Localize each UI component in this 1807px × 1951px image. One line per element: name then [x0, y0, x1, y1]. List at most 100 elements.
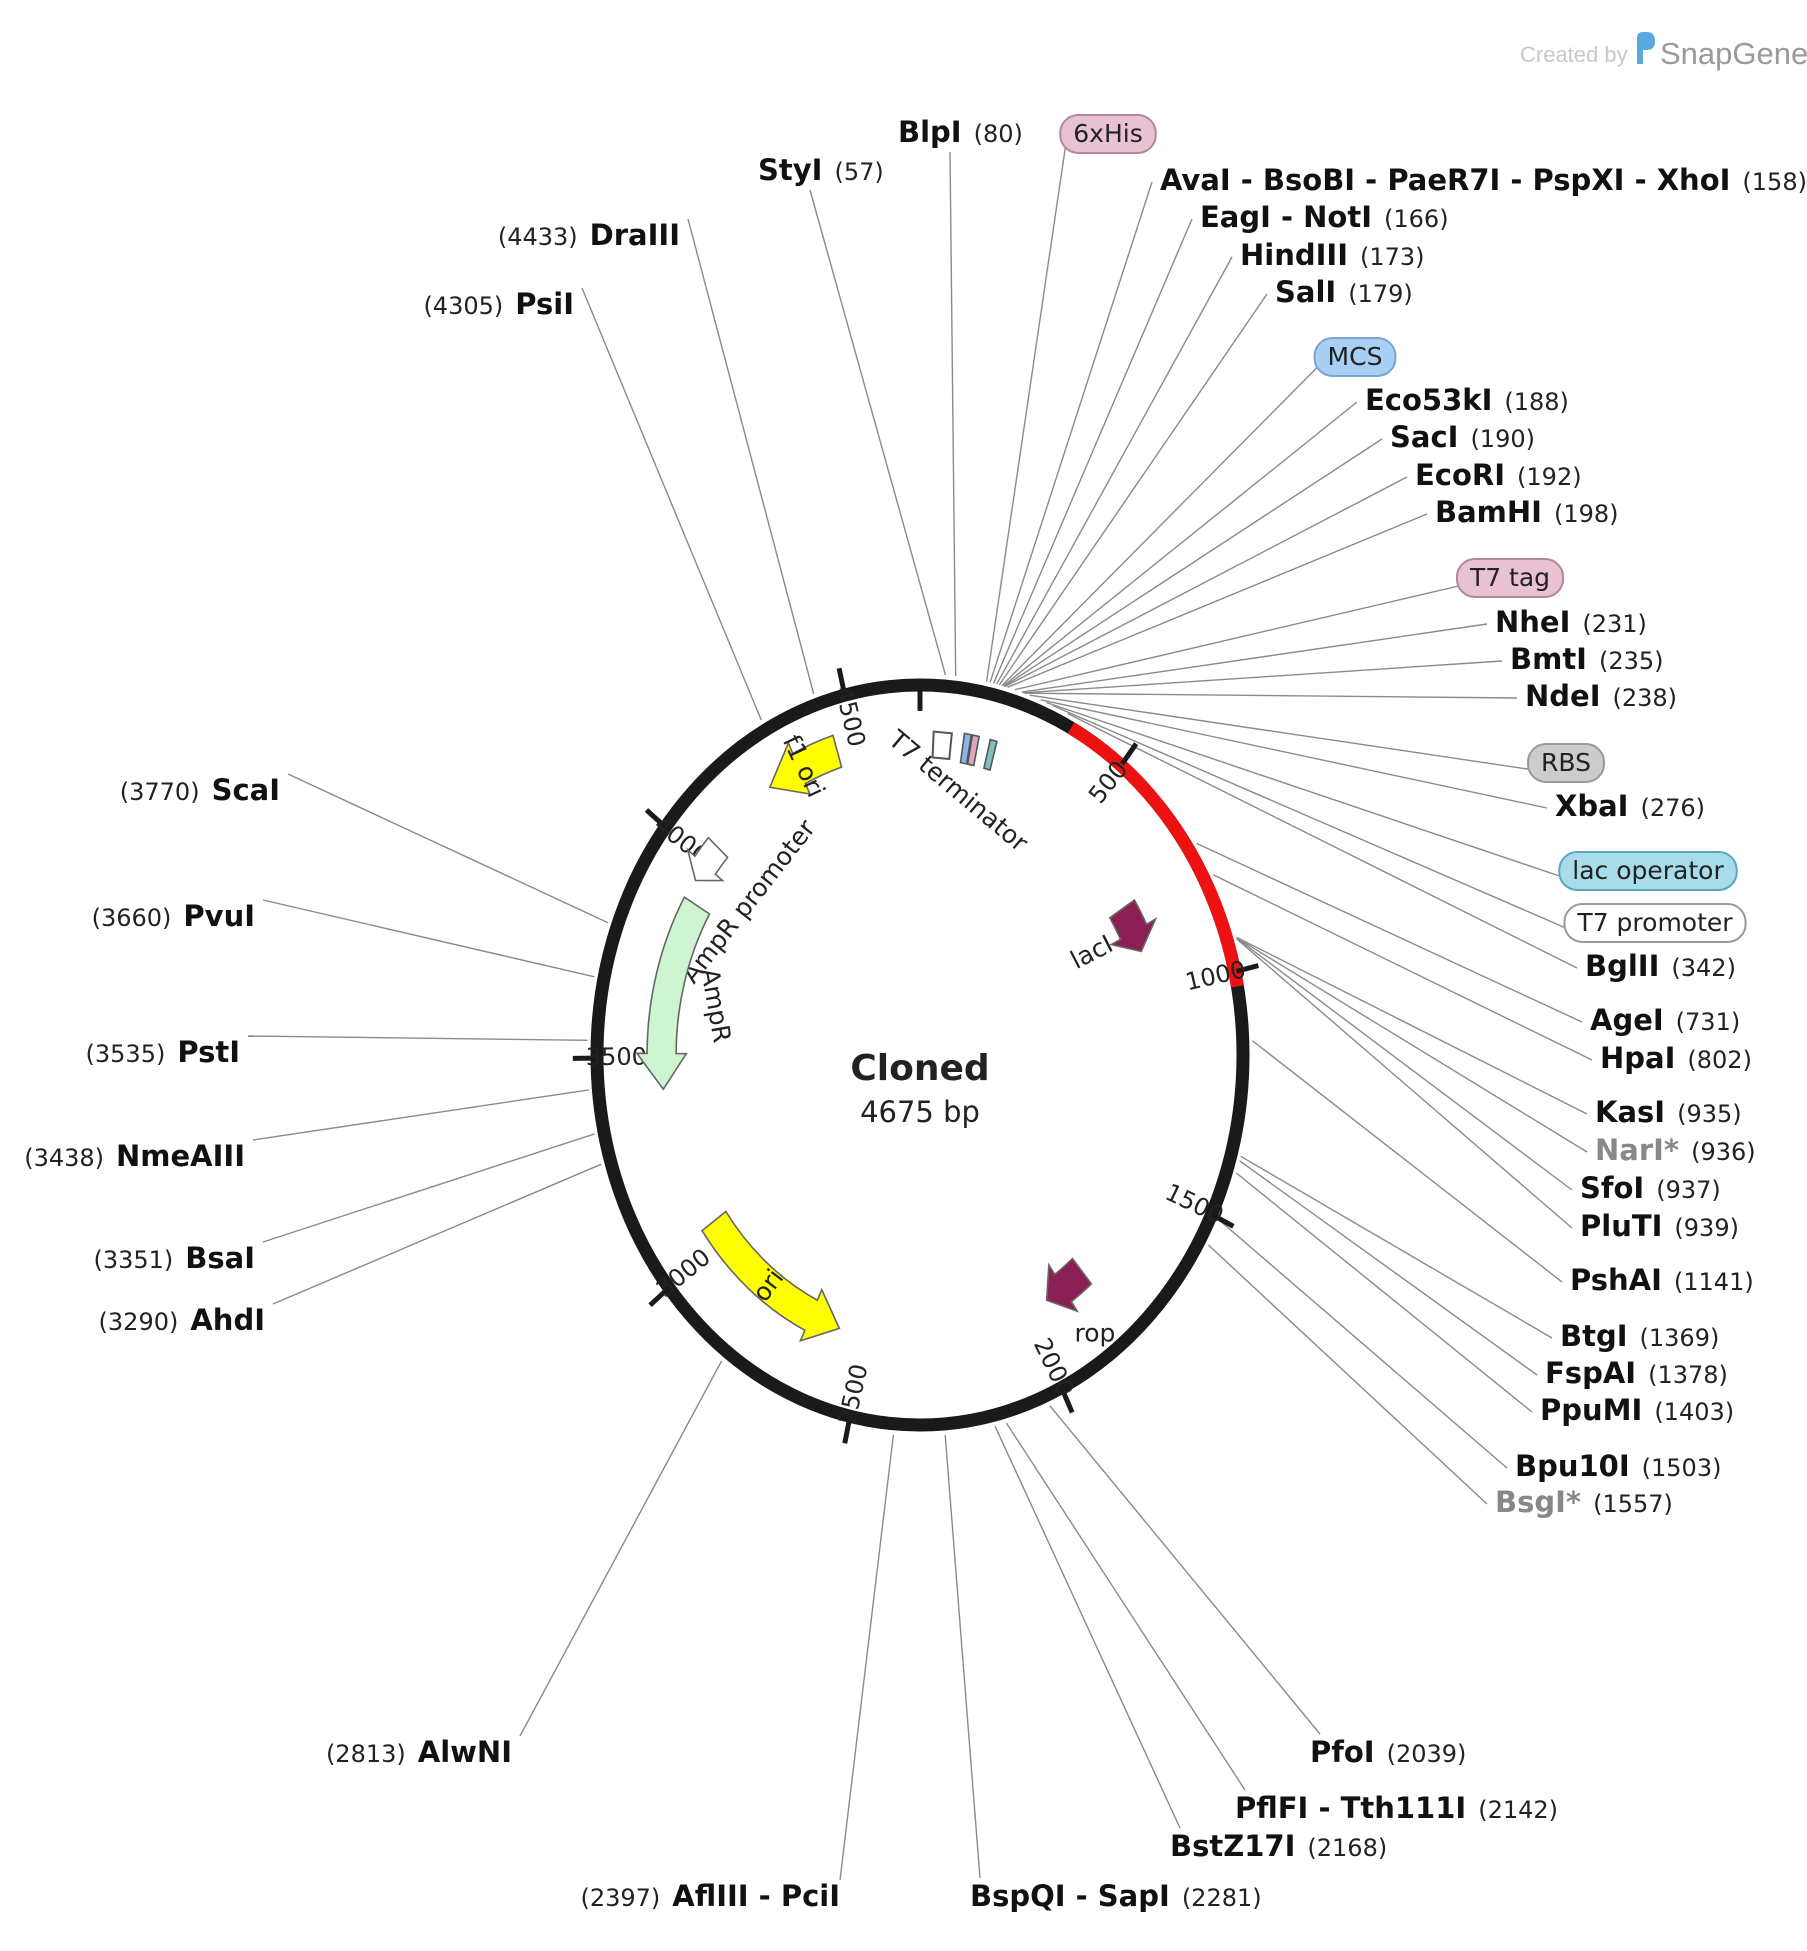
enzyme-name: StyI: [758, 153, 822, 187]
enzyme-label: AgeI(731): [1590, 1003, 1740, 1037]
leader-line: [1196, 842, 1583, 1023]
enzyme-position: (231): [1582, 610, 1647, 638]
ampr-label: AmpR: [695, 966, 737, 1045]
enzyme-name: BstZ17I: [1170, 1829, 1295, 1863]
enzyme-label: DraIII(4433): [498, 218, 680, 252]
ampr-arrow: [635, 895, 711, 1091]
enzyme-position: (935): [1677, 1100, 1742, 1128]
enzyme-position: (80): [974, 120, 1023, 148]
enzyme-name: BmtI: [1510, 642, 1587, 676]
leader-line: [1212, 874, 1593, 1061]
leader-line: [944, 1434, 981, 1879]
enzyme-name: XbaI: [1555, 789, 1628, 823]
leader-line: [989, 181, 1153, 683]
enzyme-name: BglII: [1585, 949, 1659, 983]
leader-line: [949, 151, 957, 677]
leader-line: [287, 773, 609, 924]
leader-line: [1021, 623, 1488, 693]
enzyme-label: StyI(57): [758, 153, 884, 187]
tick-mark: [1211, 1212, 1235, 1229]
enzyme-position: (173): [1360, 243, 1425, 271]
enzyme-label: NarI*(936): [1595, 1133, 1756, 1167]
tick-mark: [1120, 742, 1139, 766]
enzyme-label: SfoI (937): [1580, 1171, 1721, 1205]
tick-mark: [644, 808, 666, 828]
plasmid-length: 4675 bp: [860, 1095, 980, 1129]
leader-line: [262, 1133, 595, 1243]
enzyme-name: AflIII - PciI: [672, 1879, 840, 1913]
leader-line: [1235, 1172, 1533, 1413]
enzyme-name: PfoI: [1310, 1735, 1375, 1769]
leader-line: [1029, 694, 1535, 771]
enzyme-name: BtgI: [1560, 1319, 1628, 1353]
enzyme-position: (188): [1504, 388, 1569, 416]
enzyme-name: SfoI: [1580, 1171, 1644, 1205]
leader-line: [1207, 1244, 1488, 1505]
enzyme-name: AlwNI: [418, 1735, 512, 1769]
leader-line: [272, 1163, 602, 1305]
leader-line: [1046, 701, 1566, 879]
enzyme-position: (158): [1742, 168, 1807, 196]
enzyme-name: SalI: [1275, 275, 1336, 309]
enzyme-position: (179): [1348, 280, 1413, 308]
leader-line: [252, 1089, 589, 1141]
leader-line: [1040, 699, 1548, 809]
enzyme-label: BspQI - SapI(2281): [970, 1879, 1262, 1913]
enzyme-label: EcoRI(192): [1415, 458, 1582, 492]
enzyme-name: EcoRI: [1415, 458, 1505, 492]
enzyme-position: (2168): [1307, 1834, 1387, 1862]
enzyme-position: (235): [1599, 647, 1664, 675]
enzyme-name: AgeI: [1590, 1003, 1664, 1037]
enzyme-name: NdeI: [1525, 679, 1601, 713]
feature-pill-label: T7 tag: [1469, 563, 1550, 592]
feature-pill-bg: [1059, 114, 1157, 154]
leader-line: [1236, 938, 1573, 1229]
enzyme-position: (3351): [93, 1246, 173, 1274]
leader-line: [247, 1035, 588, 1041]
feature-pill-label: lac operator: [1572, 856, 1724, 885]
enzyme-position: (1369): [1640, 1324, 1720, 1352]
enzyme-label: BsgI* (1557): [1495, 1485, 1673, 1519]
snapgene-logo-icon: [1637, 32, 1655, 64]
leader-line: [1003, 438, 1383, 687]
enzyme-label: PvuI(3660): [92, 899, 255, 933]
enzyme-label: FspAI(1378): [1545, 1356, 1728, 1390]
tick-mark: [836, 667, 847, 694]
laci-label: lacI: [1066, 929, 1118, 975]
leader-line: [262, 899, 595, 978]
enzyme-name: BsaI: [185, 1241, 255, 1275]
feature-marker: [959, 732, 973, 765]
feature-pill: RBS: [1527, 743, 1605, 783]
enzyme-label: XbaI(276): [1555, 789, 1705, 823]
enzyme-name: BsgI*: [1495, 1485, 1581, 1519]
tick-label: 3500: [586, 1043, 647, 1072]
enzyme-label: PshAI(1141): [1570, 1263, 1754, 1297]
feature-pill-bg: [1455, 558, 1565, 598]
feature-pill-label: MCS: [1328, 342, 1383, 371]
leader-line: [1024, 692, 1518, 699]
enzyme-position: (2397): [580, 1884, 660, 1912]
leader-line: [998, 293, 1268, 686]
t7-terminator-block: [931, 730, 953, 761]
enzyme-position: (2142): [1478, 1796, 1558, 1824]
feature-pill: MCS: [1313, 337, 1397, 377]
enzyme-position: (3290): [99, 1308, 179, 1336]
enzyme-name: PsiI: [515, 287, 574, 321]
enzyme-position: (1557): [1593, 1490, 1673, 1518]
enzyme-position: (937): [1656, 1176, 1721, 1204]
rop-label: rop: [1074, 1319, 1115, 1348]
enzyme-name: KasI: [1595, 1095, 1665, 1129]
tick-label: 2000: [1028, 1334, 1080, 1401]
leader-line: [1001, 363, 1321, 687]
enzyme-name: PpuMI: [1540, 1393, 1642, 1427]
enzyme-position: (342): [1671, 954, 1736, 982]
enzyme-label: AhdI(3290): [99, 1303, 265, 1337]
leader-line: [1007, 513, 1428, 688]
enzyme-name: PluTI: [1580, 1209, 1662, 1243]
insert-highlight-arc: [1067, 722, 1244, 988]
leader-line: [1240, 1155, 1553, 1339]
leader-line: [1014, 584, 1464, 691]
